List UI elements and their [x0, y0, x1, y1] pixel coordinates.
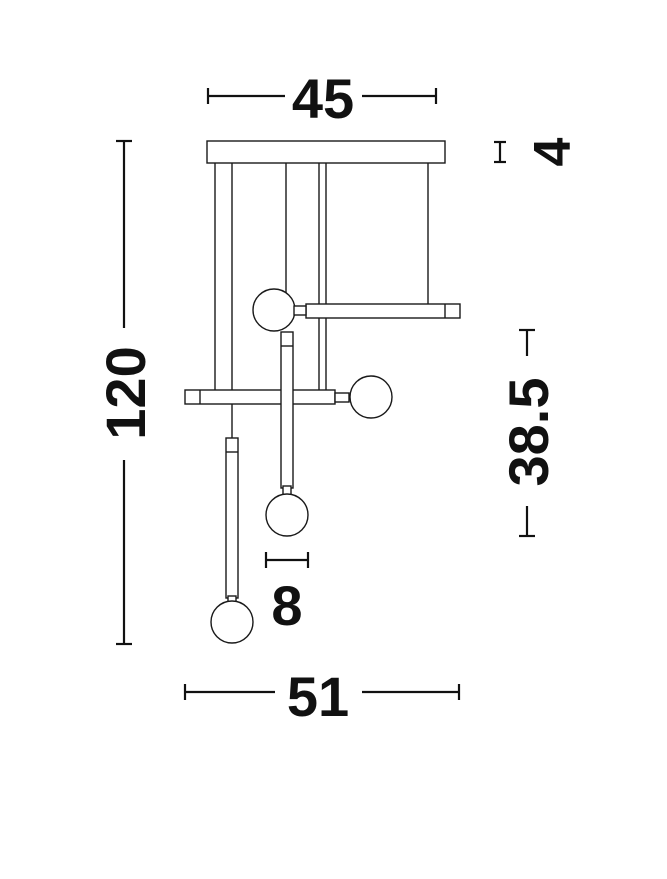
dimension-width-top: 45 — [206, 67, 438, 130]
dimension-label-globe-diameter: 8 — [271, 574, 302, 637]
dimension-canopy-height: 4 — [494, 137, 582, 166]
center-vertical-tube — [280, 331, 294, 489]
lower-globe — [210, 600, 254, 644]
suspension-rods — [214, 163, 429, 438]
dimension-total-height: 120 — [94, 139, 157, 646]
upper-globe — [252, 288, 296, 332]
lamp-illustration — [184, 140, 461, 644]
middle-globe-holder — [334, 392, 350, 403]
left-vertical-tube — [225, 437, 239, 599]
dimension-label-width-top: 45 — [292, 67, 354, 130]
dimension-label-width-bottom: 51 — [287, 665, 349, 728]
middle-horizontal-bar — [184, 389, 336, 405]
dimension-label-canopy-height: 4 — [524, 137, 582, 166]
dimension-label-total-height: 120 — [94, 346, 157, 439]
dimension-width-bottom: 51 — [183, 665, 461, 728]
dimension-section-height: 38.5 — [497, 328, 560, 538]
upper-horizontal-bar — [305, 303, 461, 319]
upper-globe-holder — [293, 305, 307, 316]
middle-globe — [349, 375, 393, 419]
dimension-label-section-height: 38.5 — [497, 378, 560, 487]
ceiling-canopy — [206, 140, 446, 164]
center-globe — [265, 493, 309, 537]
dimension-globe-diameter: 8 — [264, 552, 310, 637]
